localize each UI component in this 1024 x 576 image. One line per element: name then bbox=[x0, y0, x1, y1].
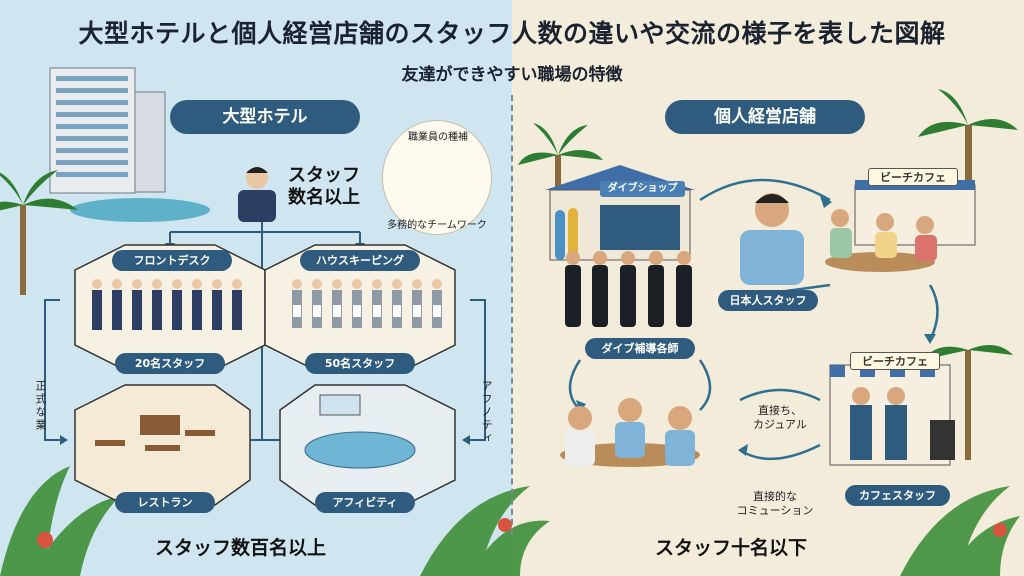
bubble-title: 職業員の種補 bbox=[408, 132, 468, 143]
wetsuit-divers bbox=[565, 265, 692, 327]
note-direct-communication: 直接的な コミューション bbox=[736, 490, 814, 517]
cafe-sign-bottom: ビーチカフェ bbox=[850, 352, 940, 370]
cafe-sign-top: ビーチカフェ bbox=[868, 168, 958, 186]
manager-avatar bbox=[238, 167, 276, 222]
side-label-activity: アフノティ bbox=[480, 380, 493, 445]
private-shop-header: 個人経営店舗 bbox=[665, 100, 865, 134]
bubble-caption: 多務的なチームワーク bbox=[387, 220, 487, 231]
hibiscus-icon bbox=[37, 518, 1007, 548]
page-subtitle: 友達ができやすい職場の特徴 bbox=[401, 65, 623, 85]
cafe-people bbox=[825, 209, 937, 272]
staff-count-label: スタッフ 数名以上 bbox=[288, 165, 360, 208]
dept-front-desk-count: 20名スタッフ bbox=[115, 353, 225, 374]
page-title: 大型ホテルと個人経営店舗のスタッフ人数の違いや交流の様子を表した図解 bbox=[78, 19, 946, 48]
large-hotel-header: 大型ホテル bbox=[170, 100, 360, 134]
teamwork-bubble bbox=[382, 120, 492, 235]
left-footer: スタッフ数百名以上 bbox=[155, 537, 327, 559]
hotel-building-icon bbox=[49, 67, 210, 222]
foliage-icon bbox=[0, 466, 1020, 576]
pool-icon bbox=[304, 431, 416, 469]
side-label-formal: 正式な業 bbox=[34, 380, 47, 432]
japanese-staff-avatar bbox=[740, 193, 804, 285]
cafe-staff-label: カフェスタッフ bbox=[845, 485, 950, 506]
dive-shop-illustration bbox=[545, 165, 695, 261]
dive-instructor-label: ダイブ補導各師 bbox=[585, 338, 695, 359]
beach-cafe-top bbox=[854, 180, 976, 246]
note-direct-casual: 直接ち、 カジュアル bbox=[753, 404, 807, 431]
right-footer: スタッフ十名以下 bbox=[655, 537, 808, 559]
dept-housekeeping: ハウスキーピング bbox=[300, 250, 420, 271]
dept-housekeeping-count: 50名スタッフ bbox=[305, 353, 415, 374]
dept-activity: アフィビティ bbox=[315, 492, 415, 513]
dept-front-desk: フロントデスク bbox=[112, 250, 232, 271]
dive-shop-sign: ダイブショップ bbox=[600, 181, 685, 197]
beach-cafe-bottom bbox=[829, 364, 955, 466]
dept-restaurant: レストラン bbox=[115, 492, 215, 513]
dining-group bbox=[560, 398, 700, 467]
panel-divider bbox=[511, 95, 513, 535]
palm-tree-icon bbox=[0, 170, 78, 295]
japanese-staff-label: 日本人スタッフ bbox=[718, 290, 818, 311]
